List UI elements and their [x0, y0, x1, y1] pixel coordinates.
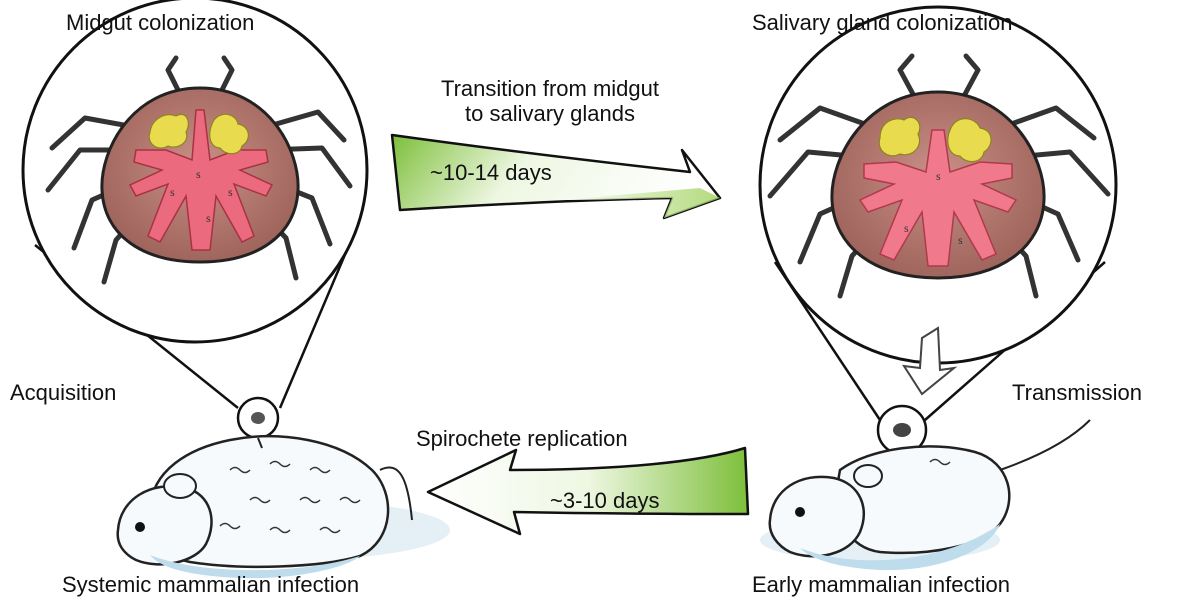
- mouse-systemic: [118, 436, 450, 578]
- label-salivary-gland-colonization: Salivary gland colonization: [752, 10, 1013, 35]
- mouse-head: [118, 486, 212, 564]
- mouse-ear: [164, 474, 196, 498]
- mouse-head: [770, 477, 864, 556]
- mouse-eye: [795, 507, 805, 517]
- tiny-tick-icon: [893, 423, 911, 437]
- label-transition: Transition from midgut to salivary gland…: [400, 76, 700, 127]
- label-acquisition: Acquisition: [10, 380, 116, 405]
- label-days-bottom: ~3-10 days: [550, 488, 659, 513]
- spirochete-mark: s: [228, 185, 233, 199]
- spirochete-mark: s: [904, 221, 909, 235]
- spirochete-mark: s: [936, 169, 941, 183]
- label-spirochete-replication: Spirochete replication: [416, 426, 628, 451]
- label-transition-line1: Transition from midgut: [400, 76, 700, 101]
- label-midgut-colonization: Midgut colonization: [66, 10, 254, 35]
- mouse-eye: [135, 522, 145, 532]
- mouse-ear: [854, 465, 882, 487]
- label-systemic-infection: Systemic mammalian infection: [62, 572, 359, 597]
- tiny-tick-icon: [251, 412, 265, 424]
- mouse-early: [760, 420, 1090, 570]
- label-days-top: ~10-14 days: [430, 160, 552, 185]
- spirochete-mark: s: [170, 185, 175, 199]
- spirochete-mark: s: [196, 167, 201, 181]
- label-transition-line2: to salivary glands: [400, 101, 700, 126]
- spirochete-mark: s: [958, 233, 963, 247]
- spirochete-mark: s: [206, 211, 211, 225]
- label-transmission: Transmission: [1012, 380, 1142, 405]
- midgut-zoom-group: s s s s: [23, 0, 367, 438]
- label-early-infection: Early mammalian infection: [752, 572, 1010, 597]
